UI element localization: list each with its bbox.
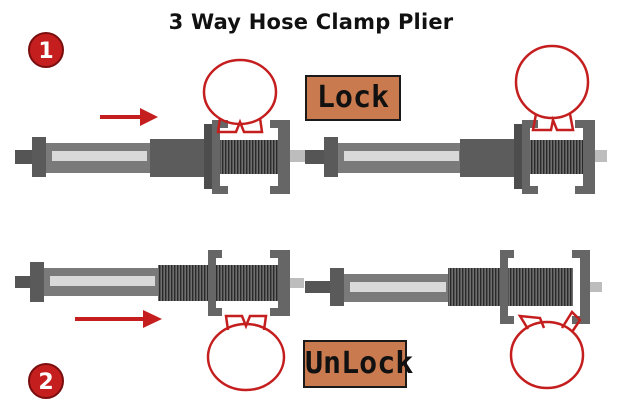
hose-clamp-1b: [514, 44, 590, 132]
hose-clamp-2a: [206, 314, 286, 392]
unlock-label: UnLock: [303, 340, 413, 388]
diagram-title: 3 Way Hose Clamp Plier: [168, 10, 454, 34]
hose-clamp-2b: [509, 310, 585, 390]
hose-clamp-1a: [202, 58, 278, 134]
step-1-badge: 1: [28, 32, 64, 68]
push-arrow-2: [75, 310, 162, 328]
tool-unlock-after: [305, 250, 602, 324]
tool-unlock-before: [15, 250, 304, 316]
tool-lock-after: [305, 120, 607, 194]
step-2-number: 2: [38, 370, 53, 395]
lock-label: Lock: [305, 75, 401, 121]
push-arrow-1: [100, 108, 158, 126]
tool-lock-before: [15, 120, 306, 194]
step-1-number: 1: [38, 39, 53, 64]
step-2-badge: 2: [28, 363, 64, 399]
